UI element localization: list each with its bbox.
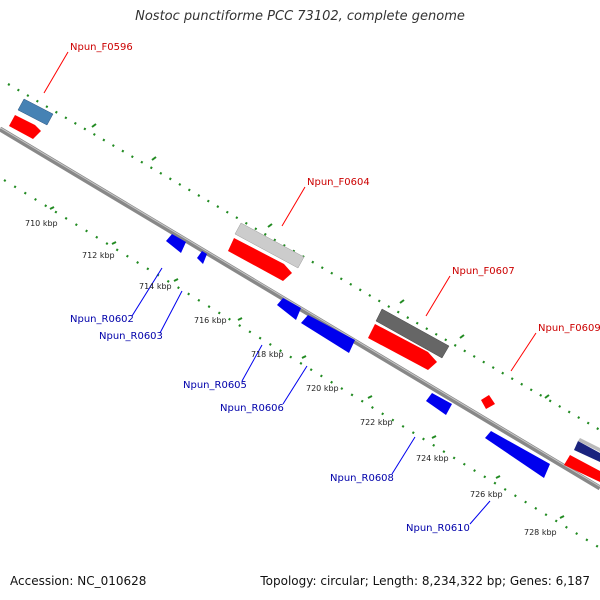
kbp-scale-labels: 710 kbp 712 kbp 714 kbp 716 kbp 718 kbp … [25,219,557,537]
kbp-tick-label: 726 kbp [470,490,503,499]
forward-gene-labels: Npun_F0596 Npun_F0604 Npun_F0607 Npun_F0… [70,42,600,334]
kbp-tick-label: 718 kbp [251,350,284,359]
gene-feature-light-gray[interactable] [234,222,305,269]
gene-feature-dark-gray[interactable] [375,308,450,359]
kbp-tick-label: 724 kbp [416,454,449,463]
kbp-tick-label: 710 kbp [25,219,58,228]
reverse-label-leaders [131,267,491,525]
gene-arrow-forward[interactable] [564,455,600,482]
inner-major-ticks [49,206,565,519]
gene-arrow-reverse[interactable] [301,315,355,353]
kbp-tick-label: 712 kbp [82,251,115,260]
gene-label-forward[interactable]: Npun_F0609 [538,323,600,334]
kbp-tick-label: 720 kbp [306,384,339,393]
gene-arrow-forward[interactable] [9,115,41,139]
reverse-gene-labels: Npun_R0602 Npun_R0603 Npun_R0605 Npun_R0… [70,314,470,534]
gene-arrow-reverse-small[interactable] [197,251,207,264]
gene-label-forward[interactable]: Npun_F0607 [452,266,515,277]
kbp-tick-label: 722 kbp [360,418,393,427]
inner-scale-line [3,179,600,549]
kbp-tick-label: 728 kbp [524,528,557,537]
genome-title: Nostoc punctiforme PCC 73102, complete g… [135,9,465,24]
kbp-tick-label: 714 kbp [139,282,172,291]
gene-arrow-reverse[interactable] [426,393,452,415]
forward-genes [9,98,600,482]
gene-arrow-reverse[interactable] [277,298,301,320]
genome-summary-text: Topology: circular; Length: 8,234,322 bp… [260,574,590,588]
gene-label-forward[interactable]: Npun_F0604 [307,177,370,188]
gene-arrow-reverse[interactable] [166,234,186,253]
gene-label-reverse[interactable]: Npun_R0608 [330,473,394,484]
gene-arrow-forward[interactable] [228,238,292,281]
gene-label-forward[interactable]: Npun_F0596 [70,42,133,53]
gene-label-reverse[interactable]: Npun_R0610 [406,523,470,534]
outer-major-ticks [91,123,550,399]
gene-feature-gray[interactable] [578,438,600,452]
accession-text: Accession: NC_010628 [10,574,147,588]
reverse-genes [166,234,550,478]
gene-arrow-reverse[interactable] [485,431,550,478]
gene-label-reverse[interactable]: Npun_R0605 [183,380,247,391]
gene-arrow-forward[interactable] [368,324,437,370]
genome-backbone-highlight [0,127,600,487]
gene-label-reverse[interactable]: Npun_R0602 [70,314,134,325]
gene-arrow-forward-small[interactable] [481,395,495,409]
gene-feature-blue-steel[interactable] [17,98,54,126]
gene-label-reverse[interactable]: Npun_R0606 [220,403,284,414]
kbp-tick-label: 716 kbp [194,316,227,325]
gene-feature-navy-stripe[interactable] [574,441,600,462]
forward-label-leaders [43,51,537,372]
gene-label-reverse[interactable]: Npun_R0603 [99,331,163,342]
